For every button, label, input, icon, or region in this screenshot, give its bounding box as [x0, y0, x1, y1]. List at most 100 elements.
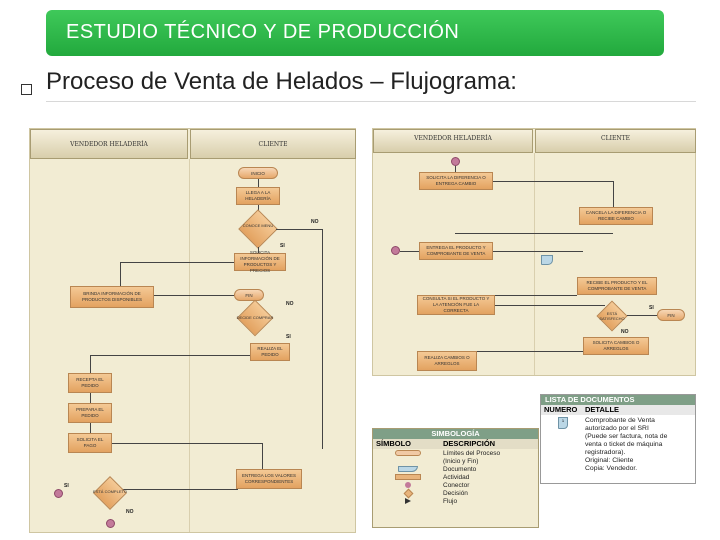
flow-line	[455, 351, 583, 352]
diamond-icon	[403, 488, 413, 498]
ellipse-icon	[395, 450, 421, 456]
connector-a-icon-2	[451, 157, 460, 166]
flow-solicita-pago: SOLICITA EL PAGO	[68, 433, 112, 453]
flow-fin: FIN	[234, 289, 264, 301]
documents-table: LISTA DE DOCUMENTOS NUMERO DETALLE 1 Com…	[540, 394, 696, 484]
documents-detail-line: Original: Cliente	[585, 457, 634, 464]
simbologia-row: Conector	[373, 481, 538, 489]
flow-conoce-label: CONOCE MENÚ	[242, 223, 274, 228]
documents-col-detalle: DETALLE	[585, 405, 620, 414]
simbologia-desc: Límites del Proceso	[443, 449, 501, 457]
flow-inicio: INICIO	[238, 167, 278, 179]
document-icon	[541, 255, 553, 265]
flowchart-panel-1: VENDEDOR HELADERÍA CLIENTE INICIO LLEGA …	[29, 128, 356, 533]
flow-solicita-cambios: SOLICITA CAMBIOS O ARREGLOS	[583, 337, 649, 355]
flow-prepara: PREPARA EL PEDIDO	[68, 403, 112, 423]
documents-detail-line: Comprobante de Venta	[585, 417, 655, 424]
flow-line	[627, 315, 657, 316]
documents-detail-line: registradora).	[585, 449, 626, 456]
flow-fin-2: FIN	[657, 309, 685, 321]
flow-line	[495, 305, 605, 306]
simbologia-desc: Conector	[443, 481, 470, 489]
flow-cancela: CANCELA LA DIFERENCIA O RECIBE CAMBIO	[579, 207, 653, 225]
document-icon: 1	[558, 417, 568, 429]
simbologia-desc: Actividad	[443, 473, 470, 481]
simbologia-desc: Decisión	[443, 489, 468, 497]
simbologia-desc: (Inicio y Fin)	[443, 457, 479, 465]
simbologia-header: SÍMBOLO DESCRIPCIÓN	[373, 439, 538, 449]
documents-detail: Comprobante de Venta autorizado por el S…	[585, 417, 695, 473]
slide-heading: Proceso de Venta de Helados – Flujograma…	[46, 68, 517, 95]
documents-header: NUMERO DETALLE	[541, 405, 695, 415]
flow-line	[613, 181, 614, 207]
flow-pedido: REALIZA EL PEDIDO	[250, 343, 290, 361]
flow-line	[90, 355, 250, 356]
flow-line	[120, 262, 234, 263]
slide-title-bar: ESTUDIO TÉCNICO Y DE PRODUCCIÓN	[46, 10, 664, 56]
flow-line	[276, 229, 322, 230]
flow-line	[455, 233, 613, 234]
flow-label-no-3: NO	[126, 509, 134, 515]
lane-header-cliente: CLIENTE	[190, 129, 356, 159]
simbologia-row: (Inicio y Fin)	[373, 457, 538, 465]
connector-b-icon-2	[391, 246, 400, 255]
simbologia-title: SIMBOLOGÍA	[373, 429, 538, 439]
flow-entrega-producto: ENTREGA EL PRODUCTO Y COMPROBANTE DE VEN…	[419, 242, 493, 260]
flow-label-no-2: NO	[286, 301, 294, 307]
documents-row: 1 Comprobante de Venta autorizado por el…	[541, 415, 695, 473]
flow-line	[262, 443, 263, 469]
flow-satisfecho-label: ESTÁ SATISFECHO	[599, 311, 625, 321]
simbologia-table: SIMBOLOGÍA SÍMBOLO DESCRIPCIÓN Límites d…	[372, 428, 539, 528]
slide-title: ESTUDIO TÉCNICO Y DE PRODUCCIÓN	[66, 21, 460, 43]
documents-detail-line: Copia: Vendedor.	[585, 465, 638, 472]
simbologia-row: Documento	[373, 465, 538, 473]
flow-solicita-diferencia: SOLICITA LA DIFERENCIA O ENTREGA CAMBIO	[419, 172, 493, 190]
connector-icon	[405, 482, 411, 488]
flow-decision-conoce	[238, 209, 278, 249]
flowchart-panel-2: VENDEDOR HELADERÍA CLIENTE SOLICITA LA D…	[372, 128, 696, 376]
flow-line	[258, 179, 259, 187]
flow-line	[110, 489, 238, 490]
documents-detail-line: autorizado por el SRI	[585, 425, 649, 432]
lane-header-vendedor: VENDEDOR HELADERÍA	[30, 129, 188, 159]
flow-recibe: RECIBE EL PRODUCTO Y EL COMPROBANTE DE V…	[577, 277, 657, 295]
flow-line	[90, 423, 91, 433]
flow-label-si-4: SI	[649, 305, 654, 311]
flow-brinda: BRINDA INFORMACIÓN DE PRODUCTOS DISPONIB…	[70, 286, 154, 308]
documents-detail-line: (Puede ser factura, nota de	[585, 433, 668, 440]
arrow-icon	[405, 498, 411, 504]
flow-line	[258, 247, 259, 253]
simbologia-col-descripcion: DESCRIPCIÓN	[443, 439, 496, 448]
connector-b-icon	[106, 519, 115, 528]
lane-divider-2	[534, 153, 535, 375]
flow-line	[322, 229, 323, 449]
simbologia-row: Actividad	[373, 473, 538, 481]
document-icon	[398, 466, 418, 472]
connector-a-icon	[54, 489, 63, 498]
flow-esta-label: ESTÁ COMPLETO	[93, 489, 127, 494]
flow-line	[112, 443, 262, 444]
flow-consulta: CONSULTA SI EL PRODUCTO Y LA ATENCIÓN FU…	[417, 295, 495, 315]
simbologia-col-simbolo: SÍMBOLO	[376, 439, 411, 448]
lane-header-cliente-2: CLIENTE	[535, 129, 696, 153]
flow-realiza-cambios: REALIZA CAMBIOS O ARREGLOS	[417, 351, 477, 371]
rectangle-icon	[395, 474, 421, 480]
flow-line	[493, 251, 583, 252]
bullet-square-icon	[21, 84, 32, 95]
lane-header-vendedor-2: VENDEDOR HELADERÍA	[373, 129, 533, 153]
flow-decide-label: DECIDE COMPRAR	[236, 315, 274, 320]
flow-line	[493, 181, 613, 182]
documents-col-numero: NUMERO	[544, 405, 578, 414]
heading-divider	[46, 101, 696, 102]
flow-entrega-valores: ENTREGA LOS VALORES CORRESPONDIENTES	[236, 469, 302, 489]
flow-line	[400, 251, 419, 252]
documents-title: LISTA DE DOCUMENTOS	[541, 395, 695, 405]
flow-solicita-info: SOLICITA INFORMACIÓN DE PRODUCTOS Y PREC…	[234, 250, 286, 273]
flow-label-no: NO	[311, 219, 319, 225]
flow-recepta: RECEPTA EL PEDIDO	[68, 373, 112, 393]
flow-label-si-3: SI	[64, 483, 69, 489]
flow-line	[154, 295, 234, 296]
flow-label-si: SI	[280, 243, 285, 249]
flow-label-si-2: SI	[286, 334, 291, 340]
flow-line	[455, 295, 577, 296]
